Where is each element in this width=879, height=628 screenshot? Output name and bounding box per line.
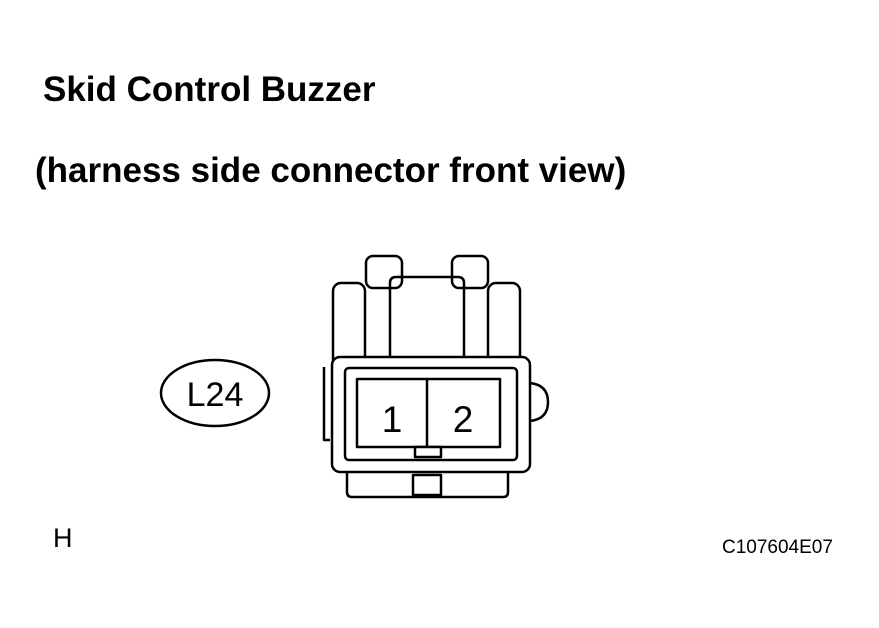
connector-body (330, 355, 532, 474)
page-marker-label: H (53, 523, 73, 553)
connector-latch-tab-right (450, 254, 490, 290)
diagram-subtitle: (harness side connector front view) (35, 151, 627, 190)
pin-2-label: 2 (453, 399, 474, 440)
connector-latch-column (388, 275, 466, 360)
figure-code-label: C107604E07 (722, 537, 833, 558)
connector-base (345, 470, 510, 499)
connector-code-ellipse (159, 358, 271, 428)
connector-housing-inner (343, 366, 519, 462)
connector-side-bump-left (322, 367, 330, 442)
connector-side-bump-right (529, 381, 550, 423)
diagram-title: Skid Control Buzzer (43, 70, 376, 109)
pin-1-label: 1 (382, 399, 403, 440)
connector-code-label: L24 (187, 376, 244, 414)
connector-key-notch (413, 445, 443, 459)
connector-latch-tab-left (364, 254, 404, 290)
connector-bottom-key (411, 473, 443, 497)
